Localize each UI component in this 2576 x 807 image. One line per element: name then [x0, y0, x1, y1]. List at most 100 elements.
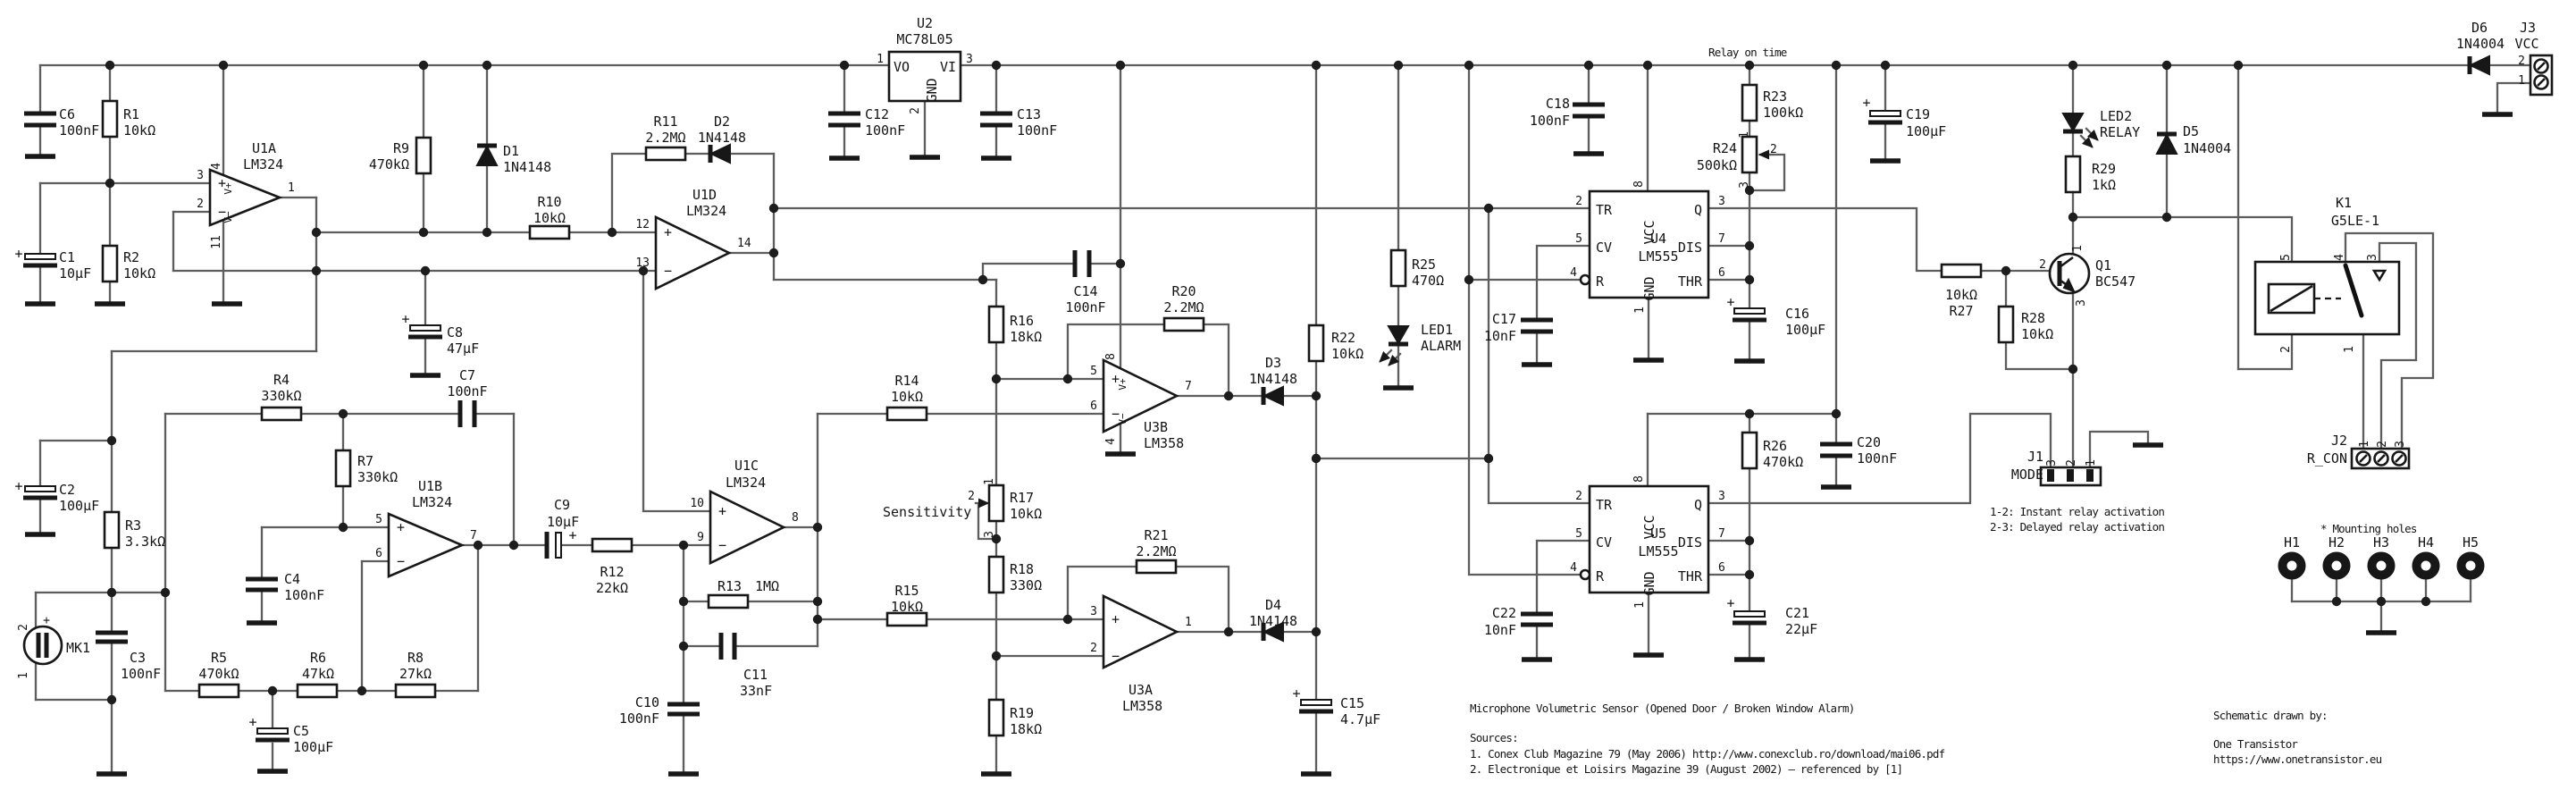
junction-dot	[1744, 569, 1755, 580]
label-pins-n: 2	[1090, 642, 1097, 655]
label-R18-value: 330Ω	[1010, 577, 1042, 593]
label-C19-ref: C19	[1906, 106, 1930, 122]
label-labels-minus: −	[718, 537, 726, 553]
label-labels-plus: +	[1292, 685, 1300, 702]
label-R8-value: 27kΩ	[399, 666, 432, 682]
junction-dot	[1880, 60, 1891, 71]
label-R22-value: 10kΩ	[1331, 346, 1364, 362]
resistor-R1	[101, 99, 119, 139]
junction-dot	[2001, 265, 2011, 276]
label-R24-ref: R24	[1713, 140, 1737, 156]
label-labels-plus: +	[397, 519, 405, 535]
label-D5-value: 1N4004	[2183, 140, 2231, 156]
junction-dot	[338, 522, 348, 533]
diode-D1	[475, 144, 499, 166]
label-labels-plus: +	[1112, 371, 1120, 387]
label-D1-ref: D1	[503, 143, 519, 159]
label-pins-vo: VO	[894, 59, 910, 75]
label-nums-vcc: 8	[1632, 181, 1646, 188]
label-nums-q: 3	[1718, 195, 1725, 208]
label-pins-1: 2	[2065, 459, 2078, 467]
label-C13-ref: C13	[1017, 106, 1041, 122]
label-labels-plus: +	[1862, 95, 1870, 111]
diode-D5	[2155, 132, 2178, 155]
label-C11-value: 33nF	[740, 683, 772, 699]
resistor-R19	[987, 698, 1005, 737]
label-R27-ref: R27	[1949, 303, 1973, 319]
wire	[2344, 231, 2435, 451]
junction-dot	[991, 374, 1002, 384]
junction-dot	[1831, 60, 1842, 71]
wire	[977, 501, 998, 541]
label-R6-ref: R6	[310, 650, 326, 666]
resistor-R18	[987, 555, 1005, 594]
label-R28-ref: R28	[2021, 310, 2045, 326]
resistor-R10	[528, 224, 571, 240]
label-title_block-drawn_by: Schematic drawn by:	[2213, 709, 2328, 722]
junction-dot	[338, 408, 348, 419]
label-labels-plus: +	[14, 246, 22, 262]
label-R10-value: 10kΩ	[533, 210, 566, 226]
label-U3B-value: LM358	[1144, 435, 1184, 451]
opamp-U1D	[654, 214, 732, 291]
wire	[2088, 430, 2150, 469]
junction-dot	[357, 685, 367, 696]
label-pins-2: 3	[2366, 254, 2379, 261]
label-pins-q: Q	[1694, 497, 1702, 513]
label-labels-plus: +	[1112, 611, 1120, 627]
wire	[1535, 539, 1591, 615]
label-nums-thr: 6	[1718, 266, 1725, 280]
label-Q1-ref: Q1	[2095, 257, 2111, 273]
diode-D4	[1262, 621, 1284, 643]
junction-dot	[978, 274, 988, 285]
junction-dot	[160, 587, 171, 598]
junction-dot	[991, 534, 1002, 544]
resistor-R8	[394, 683, 437, 699]
label-pins-1: 1	[2518, 74, 2525, 88]
label-pins-o: 7	[1185, 380, 1192, 393]
label-C17-value: 10nF	[1484, 328, 1516, 344]
label-nums-thr: 6	[1718, 561, 1725, 575]
label-R11-value: 2.2MΩ	[645, 130, 685, 146]
label-pins-4: 1	[2343, 346, 2356, 353]
label-R21-ref: R21	[1144, 527, 1168, 543]
junction-layer	[105, 60, 2431, 705]
label-J2-ref: J2	[2331, 433, 2347, 449]
label-C6-value: 100nF	[59, 122, 99, 139]
label-pins-thr: THR	[1678, 273, 1703, 290]
junction-dot	[105, 60, 115, 71]
label-U3B-ref: U3B	[1144, 419, 1168, 435]
label-nums-tr: 2	[1575, 490, 1582, 503]
capacitor-C5	[256, 727, 289, 735]
junction-dot	[991, 651, 1002, 661]
junction-dot	[1583, 60, 1594, 71]
label-C19-value: 100μF	[1906, 123, 1946, 139]
label-R7-value: 330kΩ	[357, 469, 398, 485]
junction-dot	[1744, 185, 1755, 196]
label-U1B-value: LM324	[412, 494, 452, 510]
label-R17-ref: R17	[1010, 490, 1034, 506]
label-title_block-source2: 2. Electronique et Loisirs Magazine 39 (…	[1470, 762, 1902, 776]
label-C3-ref: C3	[130, 650, 146, 666]
label-pins-gnd: GND	[1641, 571, 1657, 595]
resistor-R22	[1307, 324, 1325, 363]
label-C1-ref: C1	[59, 249, 75, 265]
label-nums-r: 4	[1570, 266, 1577, 280]
label-labels-plus: +	[401, 311, 409, 327]
label-pins-0: 1	[2071, 245, 2085, 252]
junction-dot	[1062, 614, 1073, 625]
capacitor-C16	[1733, 307, 1766, 315]
label-C3-value: 100nF	[121, 666, 161, 682]
label-MK1-ref: MK1	[66, 640, 90, 656]
label-D3-value: 1N4148	[1249, 371, 1297, 387]
mounting-hole-center	[2376, 560, 2387, 571]
junction-dot	[106, 587, 117, 598]
opamp-U3A	[1102, 593, 1179, 670]
label-J2-value: R_CON	[2307, 450, 2347, 467]
label-pins-p: 3	[197, 169, 204, 182]
label-labels-minus: −	[1112, 406, 1120, 422]
label-R3-ref: R3	[125, 517, 141, 534]
capacitor-C15	[1300, 699, 1332, 706]
label-pins-0: 5	[2279, 254, 2293, 261]
label-C16-value: 100μF	[1785, 322, 1825, 338]
